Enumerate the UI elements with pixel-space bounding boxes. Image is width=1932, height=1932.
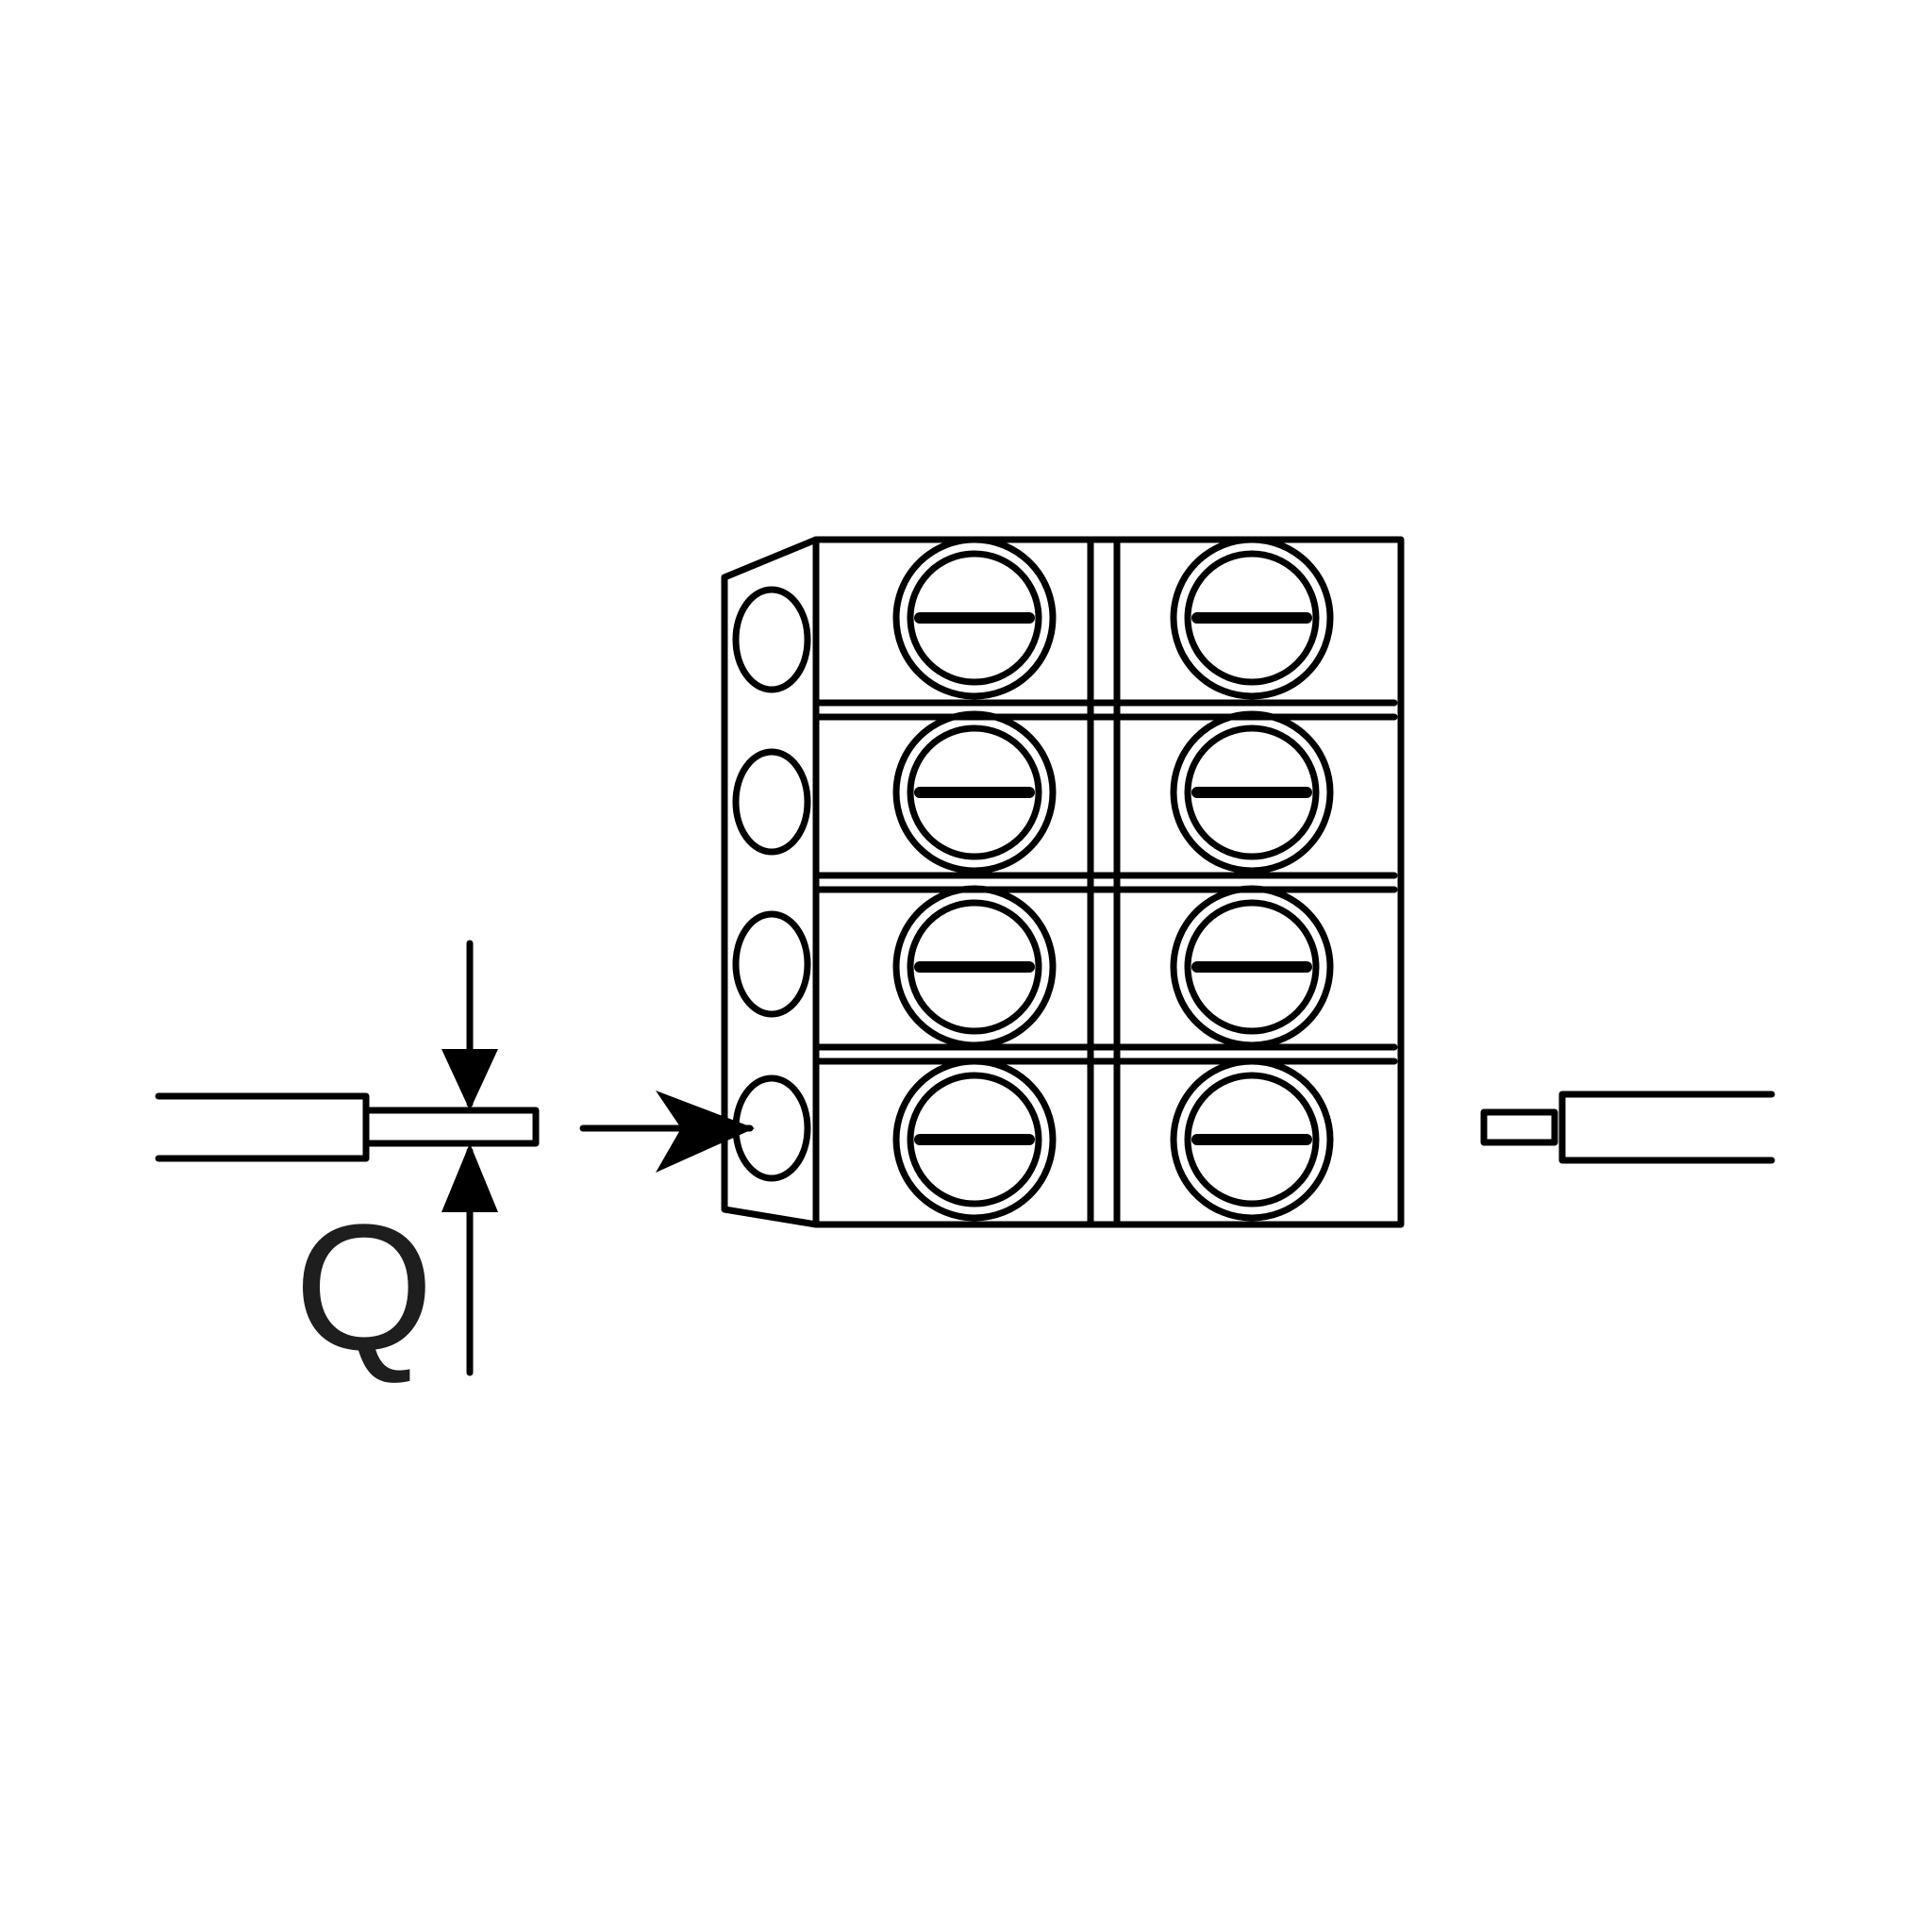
terminal-block bbox=[721, 536, 1405, 1228]
screw-icon bbox=[892, 536, 1057, 700]
screw-icon bbox=[1170, 710, 1334, 874]
wire-entry-hole bbox=[732, 748, 811, 856]
wire-entry-hole bbox=[732, 1074, 811, 1182]
dimension-q-marker bbox=[441, 940, 498, 1376]
screw-icon bbox=[892, 1058, 1057, 1222]
wire-stripped-left-icon bbox=[155, 1092, 540, 1162]
terminal-block-front bbox=[812, 536, 1405, 1228]
screw-icon bbox=[1170, 885, 1334, 1049]
screw-icon bbox=[892, 710, 1057, 874]
wire-entry-hole bbox=[732, 910, 811, 1018]
screw-icon bbox=[1170, 1058, 1334, 1222]
dimension-label: Q bbox=[294, 1188, 434, 1388]
wire-stripped-right-icon bbox=[1480, 1091, 1775, 1164]
screw-icon bbox=[892, 885, 1057, 1049]
insert-arrow-icon bbox=[579, 1091, 755, 1173]
wire-entry-hole bbox=[732, 586, 811, 693]
screw-icon bbox=[1170, 536, 1334, 700]
